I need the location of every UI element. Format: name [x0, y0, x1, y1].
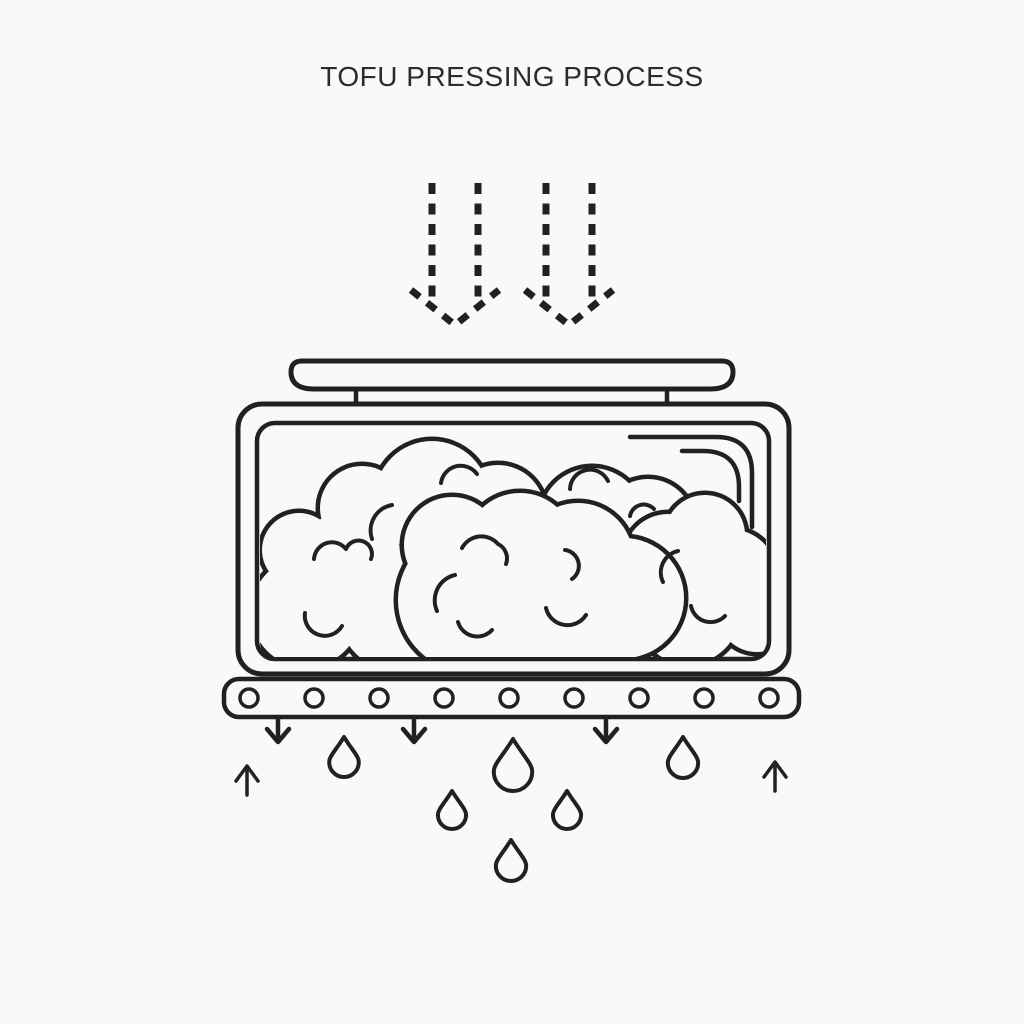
- container-corner-highlight: [627, 434, 755, 530]
- curd-texture-arc: [544, 606, 588, 628]
- whey-drop: [665, 735, 701, 780]
- press-container: [235, 401, 792, 677]
- curd-texture-arc: [568, 467, 610, 491]
- whey-drain-arrow: [264, 714, 292, 745]
- curd-texture-arc: [658, 549, 680, 584]
- curd-texture-arc: [563, 548, 581, 581]
- release-up-arrow: [234, 764, 260, 797]
- press-force-arrows: [408, 183, 616, 330]
- tofu-curd-cloud-body: [398, 493, 684, 657]
- release-up-arrow: [762, 760, 788, 793]
- curd-texture-arc: [439, 463, 479, 485]
- whey-drop: [327, 735, 361, 779]
- whey-drain-arrow: [400, 714, 428, 745]
- press-force-arrow: [408, 183, 502, 330]
- press-plate: [288, 358, 736, 407]
- whey-drain-arrow: [592, 714, 620, 745]
- drain-hole: [693, 687, 715, 709]
- whey-drops: [327, 735, 701, 883]
- press-force-arrow: [522, 183, 616, 330]
- drain-hole: [563, 687, 585, 709]
- corner-highlight-outer-arc: [627, 434, 755, 530]
- container-outer-wall: [235, 401, 792, 677]
- curd-texture-arc: [628, 502, 656, 518]
- whey-drop: [491, 737, 535, 793]
- curd-texture-arcs: [302, 463, 727, 639]
- drain-plate: [221, 676, 802, 720]
- curd-texture-arc: [432, 573, 457, 613]
- diagram-title: TOFU PRESSING PROCESS: [320, 61, 704, 92]
- drain-hole: [433, 687, 455, 709]
- curd-clouds-mount: [260, 436, 766, 657]
- whey-drop: [435, 789, 469, 831]
- release-up-arrows: [234, 760, 788, 797]
- curd-texture-arc: [456, 620, 494, 639]
- tofu-curds: [260, 436, 766, 657]
- container-inner-wall: [254, 420, 772, 662]
- press-plate-outline: [288, 358, 736, 392]
- drain-hole: [628, 687, 650, 709]
- drain-plate-outline: [221, 676, 802, 720]
- curd-texture-arc: [312, 538, 374, 561]
- drain-holes: [238, 687, 780, 709]
- whey-drain-arrows: [264, 714, 620, 745]
- curd-texture-arc: [689, 604, 727, 625]
- drain-hole: [368, 687, 390, 709]
- curd-texture-arc: [460, 534, 510, 566]
- drain-hole: [758, 687, 780, 709]
- corner-highlight-inner-arc: [679, 448, 742, 504]
- drain-hole: [303, 687, 325, 709]
- drain-hole: [238, 687, 260, 709]
- curd-texture-arc: [368, 503, 394, 541]
- whey-drop: [550, 789, 584, 831]
- whey-drop: [493, 838, 529, 883]
- drain-hole: [498, 687, 520, 709]
- curd-texture-arc: [302, 611, 344, 638]
